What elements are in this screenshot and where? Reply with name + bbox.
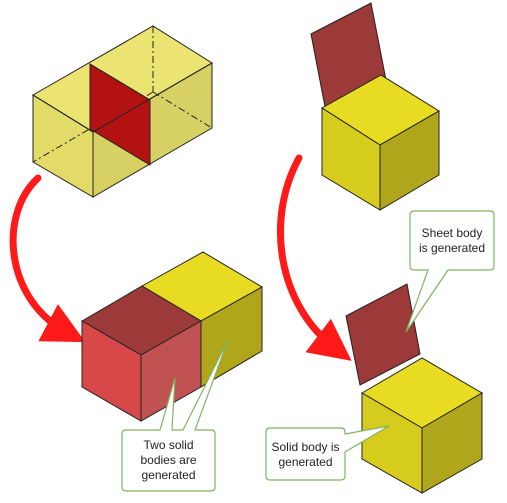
callout-solid-body (265, 425, 390, 481)
sheet-face-after (345, 283, 421, 386)
arrow-left (9, 174, 86, 343)
solid-body-label: Solid body is generated (266, 440, 345, 470)
sheet-box-before (310, 2, 440, 211)
red-block-right (140, 320, 202, 422)
hidden-edges (32, 26, 213, 163)
sheet-body-line-1: Sheet body (421, 226, 483, 240)
two-solid-line-3: generated (141, 468, 196, 482)
cube-right-face (379, 110, 440, 211)
sheet-and-solid-after (345, 283, 483, 494)
two-solids-after (81, 251, 264, 422)
sheet-body-label: Sheet body is generated (410, 226, 494, 256)
two-solid-line-2: bodies are (140, 453, 197, 467)
solid-cube-right (421, 392, 483, 494)
callout-two-solid (121, 339, 229, 492)
solid-body-line-2: generated (278, 455, 333, 469)
two-solid-label: Two solid bodies are generated (122, 438, 215, 483)
sheet-body-line-2: is generated (418, 241, 486, 255)
arrow-right (276, 154, 352, 361)
two-solid-line-1: Two solid (143, 438, 194, 452)
split-box-before (32, 25, 213, 198)
solid-body-line-1: Solid body is (271, 440, 340, 454)
callout-sheet-body (405, 210, 495, 333)
